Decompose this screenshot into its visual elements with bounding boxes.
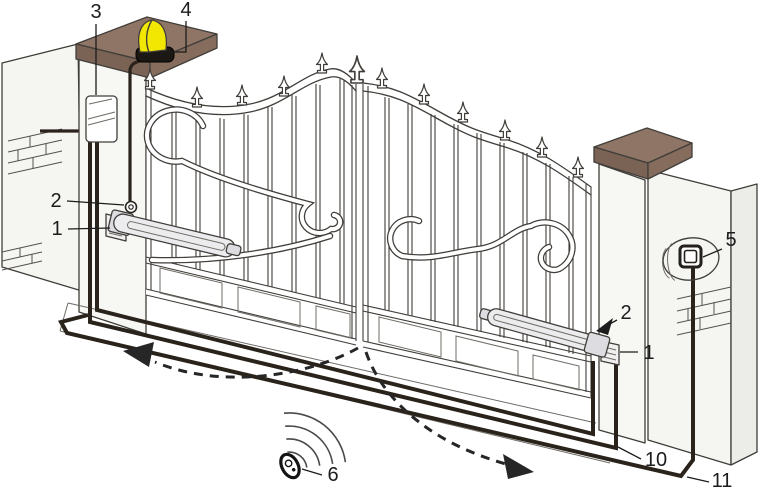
callout-actuator-right: 1 [620,342,655,364]
swing-arrow-left [123,342,359,379]
callout-photocell-right: 2 [596,302,632,335]
right-pillar [593,127,693,444]
radio-waves-icon [283,412,347,468]
gate-leaf-right [362,67,592,399]
callout-label-2-left: 2 [50,190,61,212]
right-wall [647,169,758,466]
scroll-ornament-left [143,106,344,264]
brick-pattern-left [1,128,63,271]
arrowhead-right [503,454,534,479]
brick-pattern-right [676,286,732,336]
callout-flashing-lamp: 4 [161,0,192,53]
callout-remote: 6 [301,464,339,486]
cables [58,53,695,479]
panel-frames-left [159,267,351,339]
cable-key-switch-run [58,266,695,479]
callout-key-switch: 5 [702,229,737,258]
right-pillar-cap [593,127,693,180]
callout-cable-10: 10 [617,446,667,471]
callout-label-1-left: 1 [51,218,62,240]
actuator-right [478,308,620,366]
control-unit [85,95,118,143]
callout-photocell-left: 2 [50,190,125,212]
photocell-left [124,200,138,214]
key-switch [662,237,720,281]
actuator-left [105,209,242,258]
callout-actuator-left: 1 [51,218,111,240]
remote-transmitter [279,452,301,480]
callout-label-4: 4 [180,0,191,21]
callout-label-1-right: 1 [643,342,654,364]
gate [143,52,592,399]
panel-frames-right [378,316,580,391]
callout-label-2-right: 2 [620,302,631,324]
cable-actuator-right-run [88,142,618,451]
callout-label-11: 11 [712,470,733,492]
callout-label-6: 6 [327,464,338,486]
scroll-ornament-right [386,216,576,274]
callout-control-unit: 3 [90,1,102,95]
callouts: 3 4 2 1 5 2 1 10 [50,0,736,492]
flashing-lamp [135,19,175,63]
cable-actuator-left-run [95,142,595,437]
swing-arrow-right [364,351,534,479]
callout-label-3: 3 [90,1,101,23]
arrowhead-left [123,342,154,367]
callout-cable-11: 11 [686,470,733,492]
left-wall [1,43,86,292]
callout-label-5: 5 [725,229,736,251]
gate-leaf-left [143,52,366,346]
callout-label-10: 10 [645,449,667,471]
